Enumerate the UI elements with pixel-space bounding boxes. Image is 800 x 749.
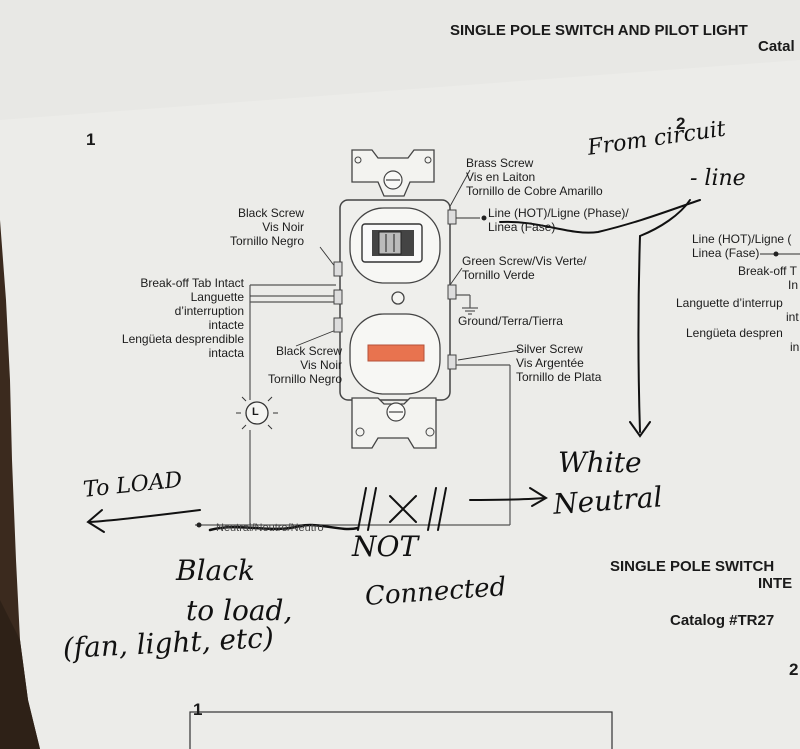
- lamp-symbol-icon: [236, 396, 278, 430]
- right-bottom-title: SINGLE POLE SWITCH INTE: [610, 558, 793, 592]
- handwritten-marks: [86, 199, 701, 533]
- handwritten-line: - line: [690, 166, 746, 191]
- printed-wires: [195, 217, 800, 526]
- handwritten-black: Black: [176, 554, 255, 587]
- lamp-symbol-label: L: [252, 406, 259, 418]
- ground-label: Ground/Terra/Tierra: [458, 314, 563, 328]
- line-hot-label: Line (HOT)/Ligne (Phase)/Linea (Fase): [488, 206, 629, 234]
- handwritten-not: NOT: [352, 530, 419, 563]
- green-screw-label: Green Screw/Vis Verte/Tornillo Verde: [462, 254, 587, 282]
- switch-device: [333, 149, 457, 449]
- handwritten-white: White: [558, 446, 642, 479]
- step-number-bottom-right: 2: [789, 660, 799, 679]
- header-title: SINGLE POLE SWITCH AND PILOT LIGHT: [450, 22, 748, 39]
- step-number-right: 2: [676, 114, 686, 133]
- next-step-box: [189, 711, 613, 749]
- right-line-hot-label: Line (HOT)/Ligne (Linea (Fase): [692, 232, 792, 260]
- right-bottom-catalog: Catalog #TR27: [670, 612, 775, 629]
- neutral-line-label: Neutral/Neutre/Neutro: [216, 522, 324, 534]
- step-number-bottom: 1: [193, 700, 203, 719]
- step-number-left: 1: [86, 130, 96, 149]
- header-catalog: Catal: [758, 38, 795, 55]
- handwritten-to-load-2: to load,: [186, 594, 293, 627]
- leader-lines: [250, 169, 521, 361]
